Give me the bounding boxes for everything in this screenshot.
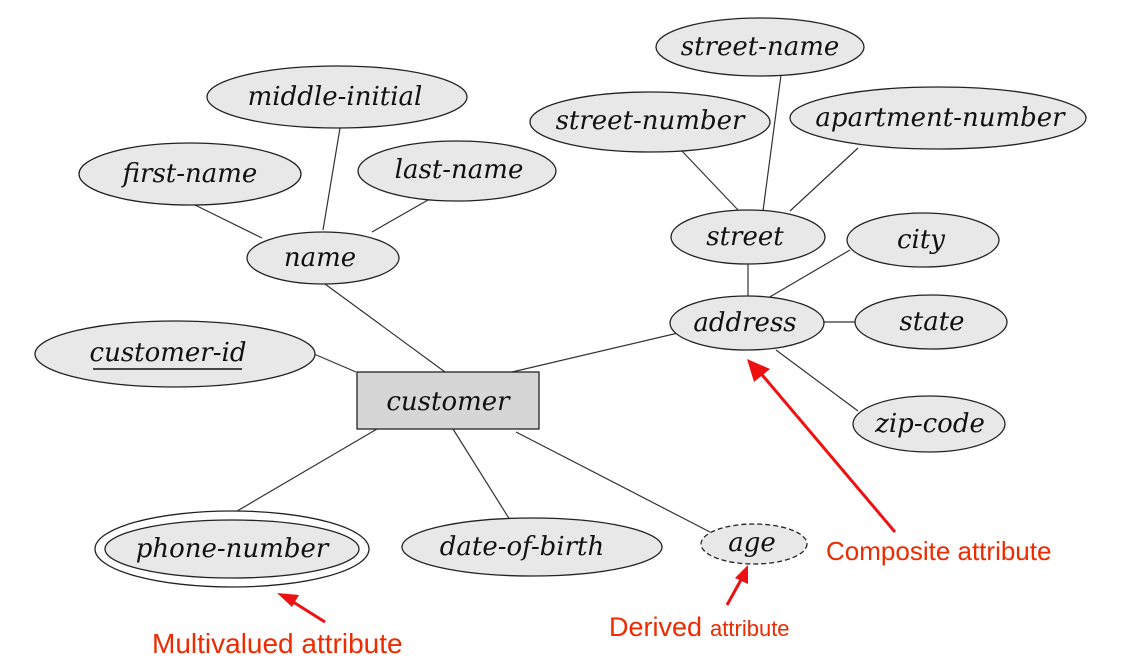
attribute-last-name-shape: [357, 140, 557, 202]
attribute-date-of-birth: date-of-birth: [401, 517, 663, 577]
attribute-street-name-shape: [655, 17, 865, 77]
attribute-customer-id-label: customer-id: [90, 338, 247, 368]
attribute-address: address: [669, 295, 825, 351]
multivalued-attribute-note: Multivalued attribute: [152, 628, 403, 659]
attribute-apartment-number: apartment-number: [789, 86, 1087, 150]
composite-attribute-note: Composite attribute: [826, 536, 1051, 566]
line-city-address: [767, 249, 851, 299]
line-name-customer: [324, 283, 446, 373]
derived-arrowhead: [735, 565, 748, 584]
attribute-age: age: [700, 523, 808, 565]
multivalued-arrowhead: [277, 593, 299, 607]
attribute-word: attribute: [710, 616, 790, 641]
attribute-middle-initial-shape: [206, 65, 468, 129]
attribute-last-name: last-name: [357, 140, 557, 202]
derived-arrow-line: [725, 577, 744, 606]
line-last-name-name: [371, 199, 429, 233]
composite-arrowhead: [747, 359, 770, 382]
attribute-street: street: [670, 209, 826, 265]
attribute-street-number-shape: [529, 91, 771, 153]
line-apartment-number-street: [789, 147, 859, 212]
line-zip-code-address: [775, 349, 859, 412]
attribute-first-name: first-name: [78, 142, 302, 206]
annotation-arrows: [277, 359, 897, 624]
composite-arrow-line: [756, 369, 897, 533]
line-first-name-name: [194, 204, 263, 239]
attribute-customer-id-shape: [34, 320, 316, 388]
attribute-middle-initial-label: middle-initial: [248, 82, 423, 112]
attribute-city-shape: [846, 212, 1000, 268]
attribute-address-label: address: [693, 308, 796, 338]
entity-box: [356, 371, 540, 430]
attribute-street-number-label: street-number: [556, 106, 746, 136]
entity-customer: customer: [356, 371, 540, 430]
attribute-zip-code: zip-code: [852, 395, 1006, 453]
attribute-first-name-label: first-name: [121, 159, 258, 189]
attribute-state-label: state: [899, 307, 964, 337]
attribute-phone-number-inner: [104, 519, 360, 579]
attribute-city: city: [846, 212, 1000, 268]
attribute-age-shape: [700, 523, 808, 565]
line-address-customer: [511, 332, 679, 373]
attribute-first-name-shape: [78, 142, 302, 206]
line-date-of-birth-customer: [452, 428, 511, 521]
attribute-state: state: [854, 294, 1008, 350]
attribute-zip-code-label: zip-code: [874, 409, 985, 439]
attribute-phone-number: phone-number: [94, 510, 370, 588]
attribute-city-label: city: [897, 225, 945, 255]
attribute-name-shape: [246, 231, 400, 285]
line-middle-initial-name: [322, 127, 341, 231]
line-phone-number-customer: [231, 428, 378, 515]
attribute-zip-code-shape: [852, 395, 1006, 453]
attribute-customer-id: customer-id: [34, 320, 316, 388]
attribute-street-shape: [670, 209, 826, 265]
attribute-phone-number-label: phone-number: [136, 534, 330, 564]
derived-attribute-note: Derived attribute: [609, 612, 790, 642]
attribute-street-label: street: [706, 222, 784, 252]
line-customer-id-customer: [313, 353, 357, 373]
attribute-middle-initial: middle-initial: [206, 65, 468, 129]
multivalued-arrow-line: [289, 598, 326, 624]
connector-lines: [194, 74, 859, 533]
attribute-date-of-birth-label: date-of-birth: [440, 532, 604, 562]
attribute-name-label: name: [284, 243, 356, 273]
line-street-name-street: [762, 74, 782, 212]
attribute-state-shape: [854, 294, 1008, 350]
attribute-apartment-number-shape: [789, 86, 1087, 150]
entity-label: customer: [386, 387, 511, 417]
attribute-street-name: street-name: [655, 17, 865, 77]
attribute-address-shape: [669, 295, 825, 351]
attribute-age-label: age: [728, 528, 776, 558]
line-age-customer: [515, 431, 711, 533]
derived-word: Derived: [609, 612, 702, 642]
attribute-last-name-label: last-name: [395, 155, 524, 185]
attribute-street-number: street-number: [529, 91, 771, 153]
line-street-number-street: [680, 149, 739, 211]
attribute-apartment-number-label: apartment-number: [815, 103, 1066, 133]
attribute-date-of-birth-shape: [401, 517, 663, 577]
attribute-name: name: [246, 231, 400, 285]
attribute-street-name-label: street-name: [681, 32, 840, 62]
